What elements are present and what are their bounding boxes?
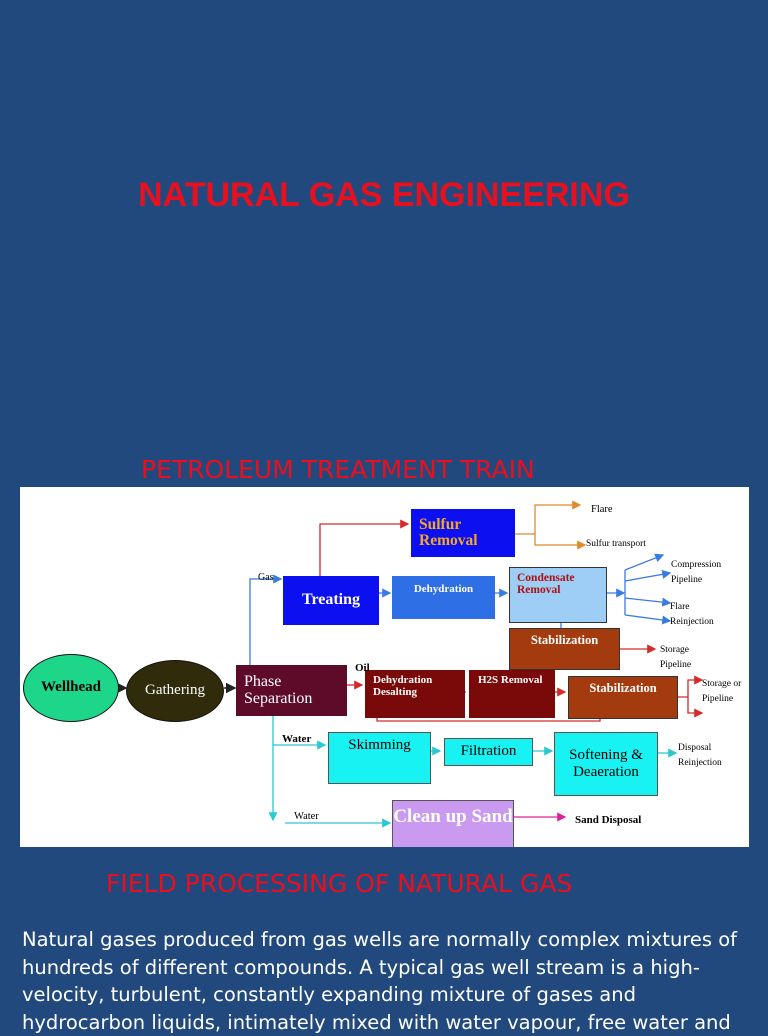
oil-label: Oil [355, 662, 370, 674]
diagram-heading: PETROLEUM TREATMENT TRAIN [141, 455, 535, 484]
filtration-node: Filtration [444, 738, 533, 766]
flare-label: Flare [591, 504, 613, 515]
phase-separation-node: Phase Separation [236, 665, 347, 716]
sulfur-transport-label: Sulfur transport [586, 539, 646, 549]
disposal-reinjection-label: Disposal Reinjection [678, 743, 722, 768]
dehydration-desalting-node: Dehydration Desalting [365, 670, 465, 718]
treatment-train-diagram: Wellhead Gathering Phase Separation Trea… [20, 487, 749, 847]
treating-node: Treating [283, 576, 379, 625]
softening-deaeration-node: Softening & Deaeration [554, 732, 658, 796]
section-heading: FIELD PROCESSING OF NATURAL GAS [106, 869, 573, 898]
sulfur-removal-node: Sulfur Removal [411, 509, 515, 557]
stabilization-top-node: Stabilization [509, 628, 620, 670]
slide-title: NATURAL GAS ENGINEERING [138, 176, 630, 214]
storage-or-pipeline-label: Storage or Pipeline [702, 679, 742, 705]
body-paragraph: Natural gases produced from gas wells ar… [22, 928, 738, 1034]
wellhead-node: Wellhead [23, 654, 119, 722]
compression-pipeline-label: Compression Pipeline [671, 560, 722, 585]
water-label-2: Water [294, 811, 319, 822]
dehydration-gas-node: Dehydration [392, 576, 495, 619]
h2s-removal-node: H2S Removal [469, 670, 555, 718]
condensate-removal-node: Condensate Removal [509, 567, 607, 623]
skimming-node: Skimming [328, 732, 431, 784]
sand-disposal-label: Sand Disposal [575, 814, 642, 826]
connector-arrows [117, 500, 704, 828]
water-label-1: Water [282, 733, 312, 745]
gas-label: Gas [258, 572, 274, 583]
clean-up-sand-node: Clean up Sand [392, 800, 514, 847]
stabilization-oil-node: Stabilization [568, 676, 678, 719]
gathering-node: Gathering [126, 660, 224, 722]
flare-reinjection-label: Flare Reinjection [670, 602, 714, 627]
storage-pipeline-label: Storage Pipeline [660, 645, 692, 671]
